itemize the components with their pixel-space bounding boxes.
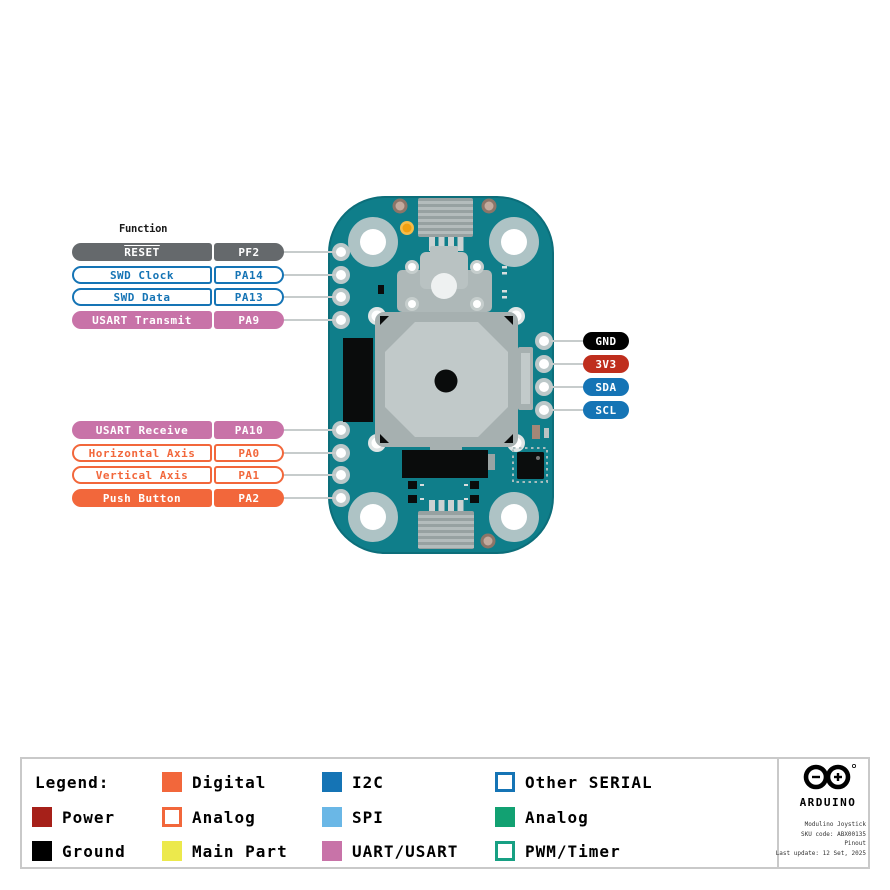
leader-line: [282, 319, 336, 321]
qwiic-connector-top: [418, 198, 473, 251]
pin-name-label: PA10: [214, 421, 284, 439]
legend-divider: [777, 757, 779, 869]
pin-name-label: PA13: [214, 288, 284, 306]
color-swatch-i2c: [322, 772, 342, 792]
pin-name-label: PA2: [214, 489, 284, 507]
qwiic-connector-bottom: [418, 500, 474, 549]
joystick-mechanism: [397, 246, 492, 312]
leader-line: [282, 251, 336, 253]
pin-function-label: Horizontal Axis: [72, 444, 212, 462]
pin-label-usart-receive: USART Receive PA10: [72, 421, 284, 439]
arduino-logo-icon: [803, 764, 857, 790]
legend-item-digital: Digital: [162, 771, 266, 793]
pin-function-label: USART Transmit: [72, 311, 212, 329]
pin-name-label: PA14: [214, 266, 284, 284]
pin-name-label: PF2: [214, 243, 284, 261]
pin-name-label: PA1: [214, 466, 284, 484]
pin-label-push-button: Push Button PA2: [72, 489, 284, 507]
passive-components: [532, 425, 549, 439]
pin-label-usart-transmit: USART Transmit PA9: [72, 311, 284, 329]
pin-label-scl: SCL: [583, 401, 629, 419]
product-name: Modulino Joystick: [804, 821, 866, 828]
pin-label-sda: SDA: [583, 378, 629, 396]
pin-function-label: SWD Data: [72, 288, 212, 306]
pin-function-label: USART Receive: [72, 421, 212, 439]
leader-line: [551, 363, 585, 365]
leader-line: [551, 340, 585, 342]
legend-item-pwm-timer: PWM/Timer: [495, 840, 621, 862]
joystick-center-dot: [434, 369, 458, 393]
pin-label-vertical-axis: Vertical Axis PA1: [72, 466, 284, 484]
leader-line: [282, 429, 336, 431]
color-swatch-analog-green: [495, 807, 515, 827]
pin-function-label: Push Button: [72, 489, 212, 507]
color-swatch-analog-outline: [162, 807, 182, 827]
color-swatch-pwm-timer: [495, 841, 515, 861]
color-swatch-digital: [162, 772, 182, 792]
misc-marks: [378, 266, 507, 299]
legend-item-other-serial: Other SERIAL: [495, 771, 653, 793]
color-swatch-other-serial: [495, 772, 515, 792]
legend-item-ground: Ground: [32, 840, 126, 862]
board-graphic: [328, 196, 554, 554]
pin-name-label: PA9: [214, 311, 284, 329]
leader-line: [282, 296, 336, 298]
color-swatch-spi: [322, 807, 342, 827]
right-solder-pads: [535, 332, 553, 419]
leader-line: [282, 274, 336, 276]
leader-line: [282, 497, 336, 499]
pin-label-swd-data: SWD Data PA13: [72, 288, 284, 306]
legend-item-i2c: I2C: [322, 771, 384, 793]
legend-item-analog-outline: Analog: [162, 806, 256, 828]
color-swatch-main-part: [162, 841, 182, 861]
legend-item-spi: SPI: [322, 806, 384, 828]
pin-label-horizontal-axis: Horizontal Axis PA0: [72, 444, 284, 462]
pin-function-label: RESET: [72, 243, 212, 261]
doc-type: Pinout: [844, 840, 866, 848]
leader-line: [551, 409, 585, 411]
legend-title: Legend:: [35, 773, 110, 792]
pin-function-label: SWD Clock: [72, 266, 212, 284]
ic-chip: [512, 447, 548, 483]
pin-name-label: PA0: [214, 444, 284, 462]
component-black-left: [343, 338, 373, 422]
left-solder-pads: [332, 243, 350, 507]
legend-panel: Legend: Digital I2C Other SERIAL Power A…: [20, 757, 870, 869]
color-swatch-power: [32, 807, 52, 827]
joystick: [368, 307, 533, 455]
leader-line: [551, 386, 585, 388]
product-sku: SKU code: ABX00135: [800, 830, 866, 838]
mounting-holes: [348, 217, 539, 542]
pin-function-label: Vertical Axis: [72, 466, 212, 484]
pin-label-gnd: GND: [583, 332, 629, 350]
legend-item-main-part: Main Part: [162, 840, 288, 862]
pin-label-swd-clock: SWD Clock PA14: [72, 266, 284, 284]
screws: [392, 198, 497, 549]
led-amber: [400, 221, 414, 235]
pin-label-reset: RESET PF2: [72, 243, 284, 261]
leader-line: [282, 452, 336, 454]
pin-label-3v3: 3V3: [583, 355, 629, 373]
legend-item-analog-green: Analog: [495, 806, 589, 828]
function-column-header: Function: [119, 223, 168, 235]
product-info: Modulino Joystick SKU code: ABX00135 Pin…: [716, 820, 866, 859]
leader-line: [282, 474, 336, 476]
component-black-bottom: [402, 450, 495, 503]
color-swatch-ground: [32, 841, 52, 861]
color-swatch-uart: [322, 841, 342, 861]
last-update: Last update: 12 Set, 2025: [775, 850, 866, 858]
arduino-wordmark: ARDUINO: [799, 796, 857, 809]
legend-item-power: Power: [32, 806, 115, 828]
legend-item-uart: UART/USART: [322, 840, 458, 862]
